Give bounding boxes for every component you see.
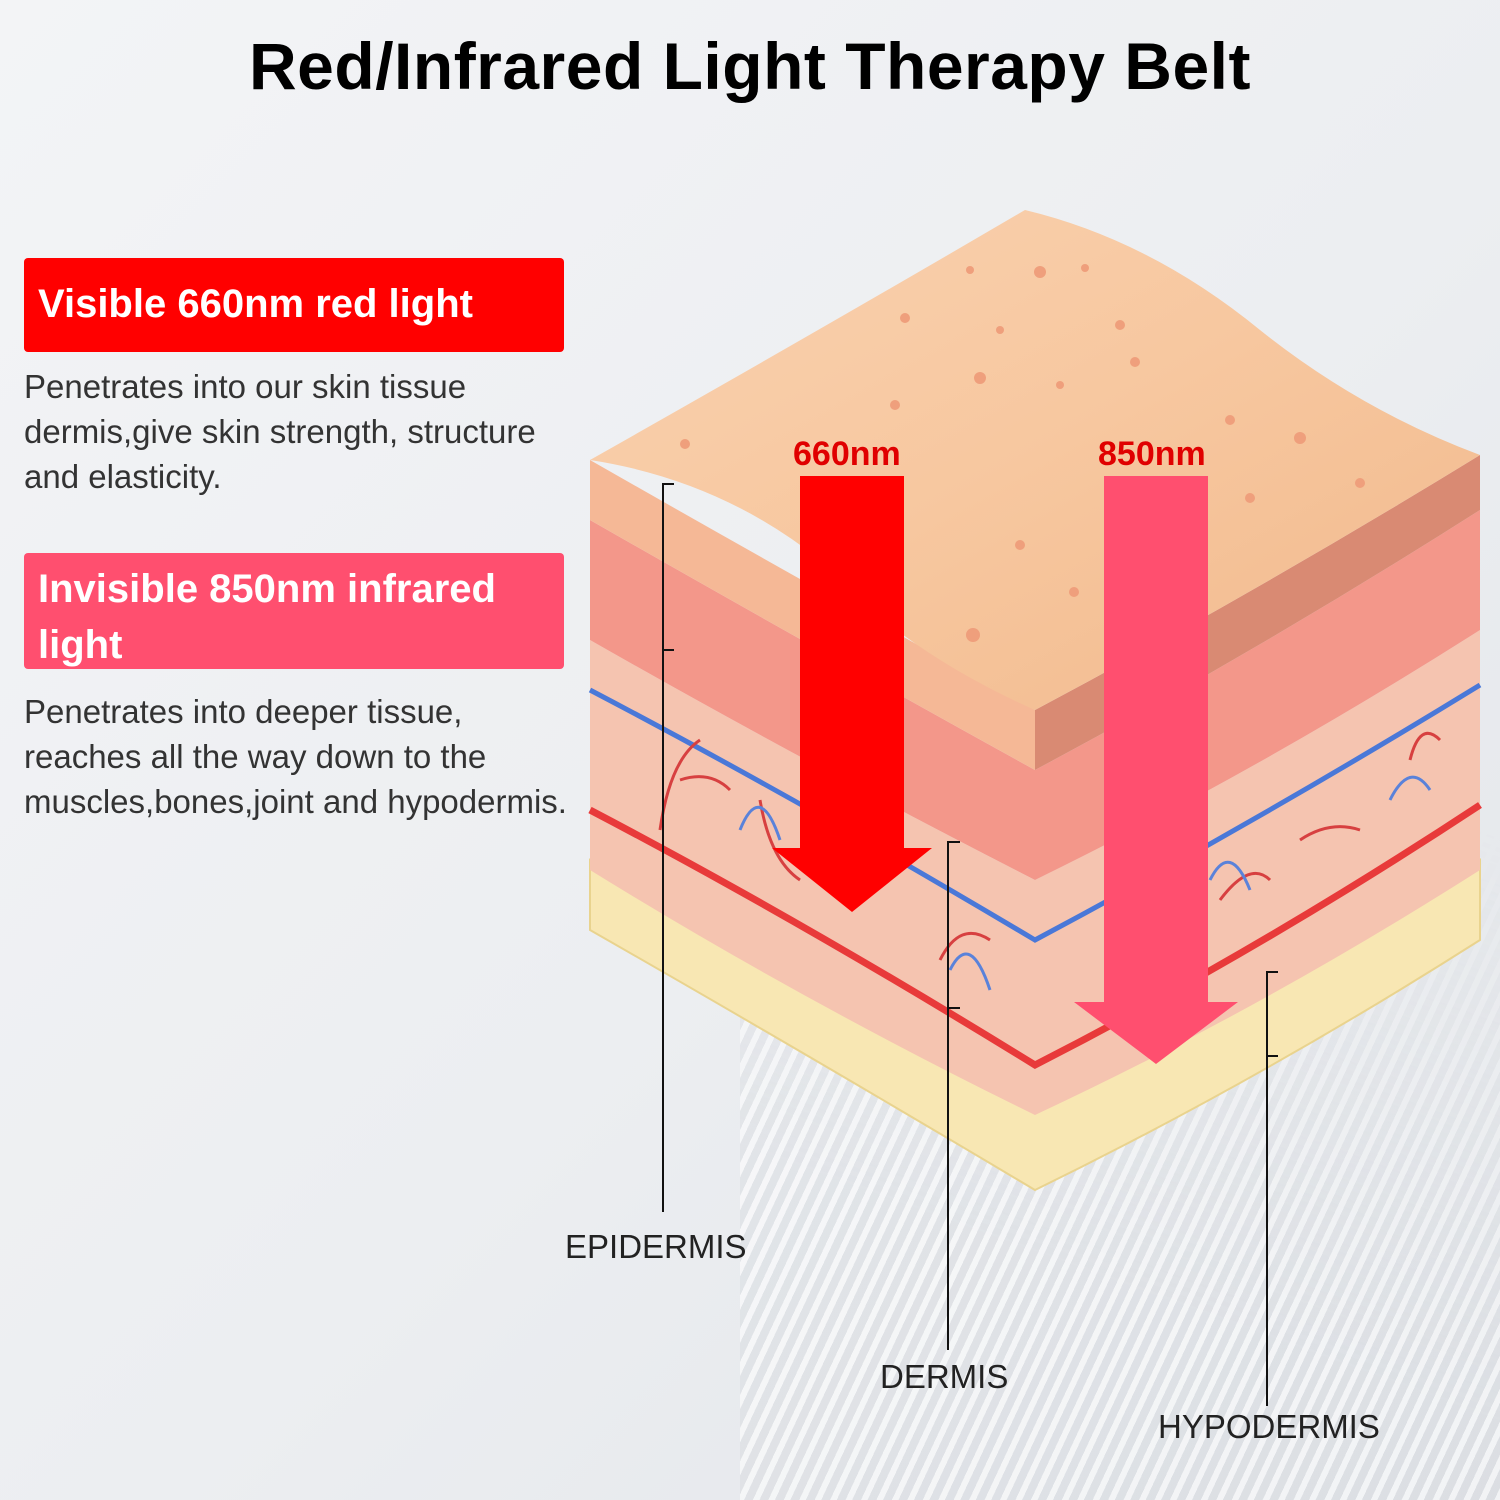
layer-bracket-lines [662, 483, 1278, 1406]
venules [738, 775, 1432, 991]
skin-pores [680, 264, 1365, 642]
red-light-description: Penetrates into our skin tissue dermis,g… [24, 368, 536, 495]
dermis-upper-layer [590, 510, 1480, 880]
skin-surface [590, 210, 1480, 710]
vein-line [588, 682, 1482, 943]
epidermis-label: EPIDERMIS [565, 1228, 747, 1265]
infrared-light-description: Penetrates into deeper tissue, reaches a… [24, 693, 567, 820]
arrow-850nm [1074, 476, 1238, 1064]
arrow-660nm [772, 476, 932, 912]
dermis-lower-layer [590, 630, 1480, 1115]
artery-line [588, 802, 1482, 1070]
epidermis-bracket [662, 483, 674, 1212]
page-title: Red/Infrared Light Therapy Belt [249, 29, 1251, 103]
dermis-bracket [947, 841, 960, 1350]
wavelength-label-850nm: 850nm [1098, 435, 1206, 473]
hypodermis-bracket [1266, 971, 1278, 1406]
infrared-light-badge: Invisible 850nm infrared light [24, 553, 564, 669]
dermis-label: DERMIS [880, 1358, 1009, 1395]
red-light-badge: Visible 660nm red light [24, 258, 564, 352]
wavelength-label-660nm: 660nm [793, 435, 901, 473]
hypodermis-label: HYPODERMIS [1158, 1408, 1380, 1445]
